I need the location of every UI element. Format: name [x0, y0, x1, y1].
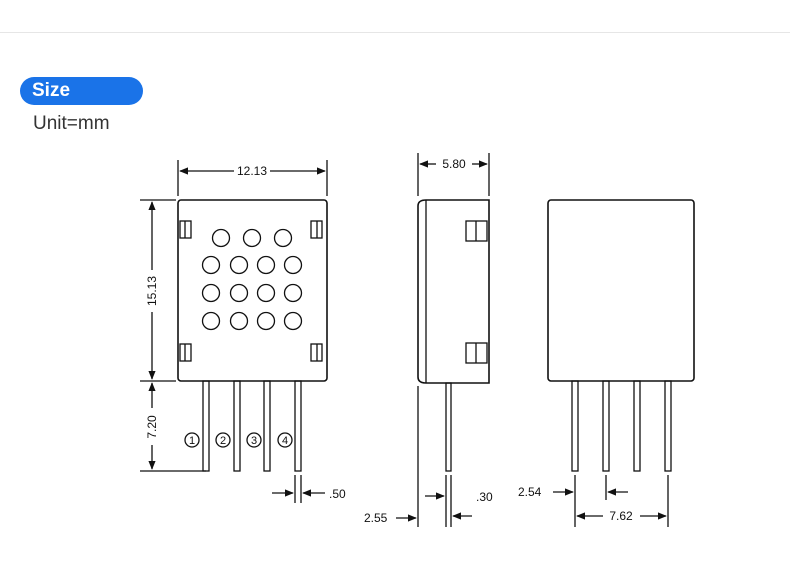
pin-1-label: 1: [189, 435, 195, 447]
front-pin-3: [263, 380, 271, 472]
pin-3-label: 3: [251, 435, 257, 447]
depth-dim-label: 5.80: [442, 157, 466, 171]
pin-2-marker: [215, 432, 231, 448]
side-pin: [445, 382, 452, 472]
pin-4-marker: [277, 432, 293, 448]
pin-width-dim-label: .50: [329, 487, 346, 501]
pin-2-label: 2: [220, 435, 226, 447]
front-pin-4: [294, 380, 302, 472]
side-body: [417, 199, 490, 384]
back-pin-1: [571, 380, 579, 472]
back-view: [547, 199, 695, 527]
back-pin-3: [633, 380, 641, 472]
pin-thickness-dim-label: .30: [476, 490, 493, 504]
pin-1-marker: [184, 432, 200, 448]
back-body: [547, 199, 695, 382]
pin-3-marker: [246, 432, 262, 448]
height-dim-label: 15.13: [145, 276, 159, 306]
size-section-badge: Size: [20, 77, 143, 105]
side-view: [396, 153, 490, 527]
back-pin-4: [664, 380, 672, 472]
pin-offset-dim-label: 2.55: [364, 511, 388, 525]
vent-holes: [201, 228, 303, 331]
front-view: [140, 160, 328, 503]
top-divider: [0, 32, 790, 33]
back-pin-2: [602, 380, 610, 472]
pin-length-dim-label: 7.20: [145, 415, 159, 439]
unit-label: Unit=mm: [33, 113, 110, 134]
pin-4-label: 4: [282, 435, 288, 447]
pin-pitch-dim-label: 2.54: [518, 485, 542, 499]
width-dim-label: 12.13: [237, 164, 267, 178]
front-body: [177, 199, 328, 382]
pin-span-dim-label: 7.62: [609, 509, 633, 523]
front-pin-2: [233, 380, 241, 472]
front-pin-1: [202, 380, 210, 472]
